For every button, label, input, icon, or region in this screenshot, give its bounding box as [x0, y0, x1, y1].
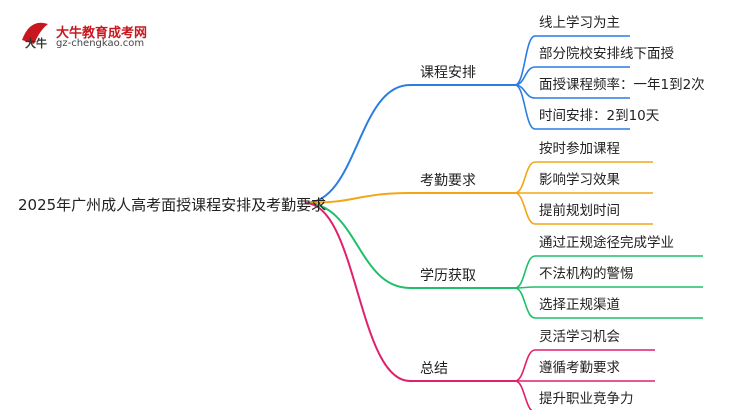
branch-node-label: 总结: [420, 361, 448, 377]
logo-mark: 大牛: [22, 22, 48, 50]
branch-link-1: [304, 192, 411, 204]
leaf-link-0-0: [514, 35, 536, 86]
branch-node-label: 课程安排: [420, 65, 476, 81]
leaf-link-3-2: [514, 380, 536, 413]
leaf-node-label: 时间安排：2到10天: [539, 108, 660, 124]
root-node-label: 2025年广州成人高考面授课程安排及考勤要求: [18, 196, 326, 214]
branch-node-label: 考勤要求: [420, 173, 476, 189]
leaf-node-label: 线上学习为主: [539, 15, 620, 31]
leaf-node-label: 提升职业竞争力: [539, 390, 634, 407]
mindmap-links: [304, 35, 703, 413]
logo-mark-text: 大牛: [25, 36, 47, 50]
leaf-link-0-3: [514, 84, 536, 130]
leaf-node-label: 面授课程频率：一年1到2次: [539, 76, 705, 93]
leaf-node-label: 不法机构的警惕: [539, 266, 634, 282]
branch-link-2: [304, 202, 411, 289]
branch-link-3: [304, 202, 411, 382]
logo-swoosh-icon: [22, 22, 48, 44]
leaf-link-1-0: [514, 161, 536, 194]
logo-url: gz-chengkao.com: [56, 38, 145, 49]
leaf-node-label: 按时参加课程: [539, 140, 620, 157]
logo-brand: 大牛教育成考网: [56, 26, 148, 41]
branch-link-0: [304, 84, 411, 204]
leaf-link-3-0: [514, 349, 536, 382]
leaf-node-label: 部分院校安排线下面授: [539, 45, 674, 62]
leaf-node-label: 选择正规渠道: [539, 297, 620, 313]
leaf-node-label: 提前规划时间: [539, 202, 620, 219]
leaf-link-2-2: [514, 287, 536, 319]
leaf-node-label: 通过正规途径完成学业: [539, 234, 674, 251]
mindmap-nodes: 2025年广州成人高考面授课程安排及考勤要求 课程安排 线上学习为主部分院校安排线下…: [18, 15, 705, 407]
leaf-link-2-0: [514, 255, 536, 289]
leaf-link-1-2: [514, 192, 536, 225]
leaf-node-label: 遵循考勤要求: [539, 359, 620, 376]
leaf-node-label: 影响学习效果: [539, 172, 620, 188]
leaf-node-label: 灵活学习机会: [539, 329, 620, 345]
branch-node-label: 学历获取: [420, 268, 476, 284]
